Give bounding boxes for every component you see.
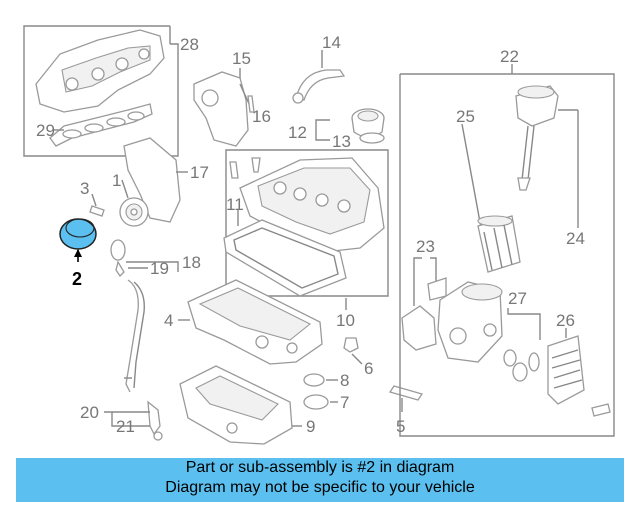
callout-1: 1	[112, 171, 121, 190]
banner-line-2: Diagram may not be specific to your vehi…	[165, 479, 475, 496]
highlighted-part-2-group	[59, 218, 97, 262]
callout-23: 23	[416, 237, 435, 256]
callout-4: 4	[164, 311, 173, 330]
housing-gasket-small[interactable]	[427, 277, 447, 301]
valve-cover-group	[223, 149, 389, 310]
cover-bolt[interactable]	[247, 95, 255, 113]
callout-8: 8	[340, 371, 349, 390]
callout-16: 16	[252, 107, 271, 126]
timing-cover-group	[193, 68, 255, 147]
breather-hose[interactable]	[295, 69, 346, 101]
o-ring-a[interactable]	[503, 349, 517, 367]
callout-20: 20	[80, 403, 99, 422]
callout-24: 24	[566, 229, 585, 248]
callout-15: 15	[232, 49, 251, 68]
callout-5: 5	[396, 417, 405, 436]
callout-19: 19	[150, 259, 169, 278]
front-timing-cover[interactable]	[123, 137, 181, 223]
callout-12: 12	[288, 123, 307, 142]
pulley-bolt[interactable]	[89, 205, 105, 217]
callout-11: 11	[226, 195, 244, 214]
callout-2: 2	[72, 269, 82, 289]
o-ring-b[interactable]	[512, 362, 528, 382]
callout-7: 7	[340, 393, 349, 412]
o-ring-c[interactable]	[528, 352, 540, 372]
dipstick-handle[interactable]	[110, 239, 126, 261]
info-banner: Part or sub-assembly is #2 in diagram Di…	[16, 458, 624, 502]
callout-26: 26	[556, 311, 575, 330]
callout-3: 3	[80, 179, 89, 198]
washer-7[interactable]	[303, 394, 329, 410]
intake-manifold-group	[23, 25, 179, 157]
housing-gasket[interactable]	[401, 305, 437, 351]
callout-28: 28	[180, 35, 199, 54]
oil-filter-box-group	[399, 64, 615, 437]
valve-cover-gasket[interactable]	[223, 219, 347, 297]
callout-22: 22	[500, 47, 519, 66]
callout-18: 18	[182, 253, 201, 272]
cover-stud-a[interactable]	[229, 161, 239, 179]
callout-21: 21	[116, 417, 135, 436]
dipstick-tube[interactable]	[125, 279, 139, 393]
callout-14: 14	[322, 33, 341, 52]
callout-27: 27	[508, 289, 527, 308]
tube-bracket[interactable]	[147, 400, 161, 436]
drain-plug[interactable]	[343, 337, 359, 353]
cap-seal[interactable]	[359, 132, 385, 144]
callout-13: 13	[332, 132, 351, 151]
oil-cap-group	[315, 108, 385, 144]
upper-oil-pan-group	[178, 279, 323, 365]
timing-cover-upper[interactable]	[193, 71, 249, 147]
washer-8[interactable]	[303, 373, 325, 387]
callout-box-28	[23, 25, 179, 157]
cover-stud-b[interactable]	[251, 157, 261, 173]
callout-17: 17	[190, 163, 209, 182]
dipstick-group	[104, 239, 179, 441]
callout-10: 10	[336, 311, 355, 330]
part-5-sensor[interactable]	[388, 385, 424, 401]
callout-25: 25	[456, 107, 475, 126]
callout-9: 9	[306, 417, 315, 436]
engine-parts-diagram: 1 2 3 4 5 6 7 8 9 10 11 12 13 14 15 16 1…	[23, 25, 615, 445]
banner-line-1: Part or sub-assembly is #2 in diagram	[185, 459, 455, 476]
callout-29: 29	[36, 121, 55, 140]
lower-oil-pan-group	[179, 337, 424, 445]
cooler-bolt[interactable]	[591, 403, 611, 417]
breather-hose-group	[292, 50, 346, 104]
callout-6: 6	[364, 359, 373, 378]
front-cover-group	[89, 137, 188, 227]
callout-numbers: 1 2 3 4 5 6 7 8 9 10 11 12 13 14 15 16 1…	[36, 33, 585, 436]
